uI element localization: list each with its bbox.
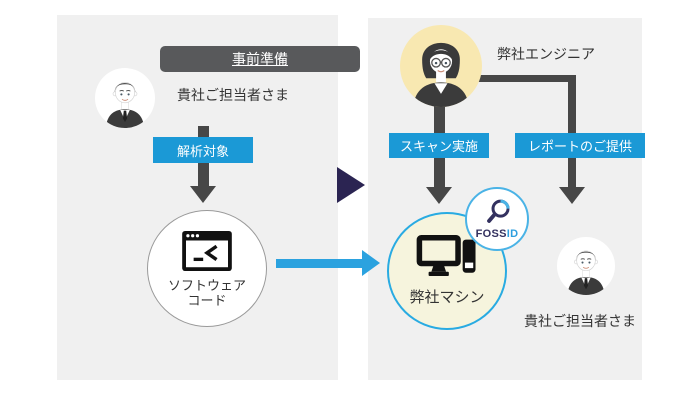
businessman-avatar [95, 68, 155, 128]
code-transfer-arrow-shaft [276, 259, 362, 268]
scan-flow-text: スキャン実施 [399, 139, 478, 154]
engineer-label: 弊社エンジニア [497, 46, 595, 62]
report-flow-text: レポートのご提供 [527, 139, 632, 154]
software-code-node: ソフトウェア コード [147, 210, 267, 327]
report-connector-horizontal [468, 75, 576, 82]
contact-label: 貴社ご担当者さま [177, 87, 289, 103]
recipient-label: 貴社ご担当者さま [524, 313, 636, 329]
computer-phone-icon [416, 235, 476, 276]
software-code-label: ソフトウェア コード [168, 278, 246, 308]
businessman-icon [567, 250, 605, 295]
fossid-wordmark-foss: FOSS [475, 228, 507, 240]
phase-transition-chevron-icon [337, 167, 365, 203]
fossid-badge: FOSSID [465, 187, 529, 251]
businessman-avatar [557, 237, 615, 295]
machine-label: 弊社マシン [409, 289, 485, 306]
report-arrow-head [559, 187, 585, 204]
female-engineer-icon [413, 42, 469, 107]
scan-arrow-head [426, 187, 452, 204]
analysis-target-label: 解析対象 [153, 137, 253, 163]
fossid-wordmark: FOSSID [476, 229, 519, 240]
report-flow-label: レポートのご提供 [515, 133, 645, 158]
prep-phase-label: 事前準備 [232, 51, 288, 67]
scan-flow-label: スキャン実施 [389, 133, 489, 158]
analysis-target-text: 解析対象 [176, 143, 229, 159]
magnifier-icon [487, 199, 510, 223]
code-transfer-arrow-head [362, 250, 380, 276]
prep-phase-badge: 事前準備 [160, 46, 360, 72]
female-engineer-avatar [400, 25, 482, 107]
businessman-icon [105, 82, 145, 128]
terminal-window-icon [182, 230, 232, 271]
fossid-wordmark-id: ID [506, 228, 519, 240]
software-code-line2: コード [187, 292, 227, 308]
software-code-line1: ソフトウェア [167, 277, 246, 293]
analysis-arrow-head [190, 186, 216, 203]
report-arrow-shaft [568, 75, 576, 187]
